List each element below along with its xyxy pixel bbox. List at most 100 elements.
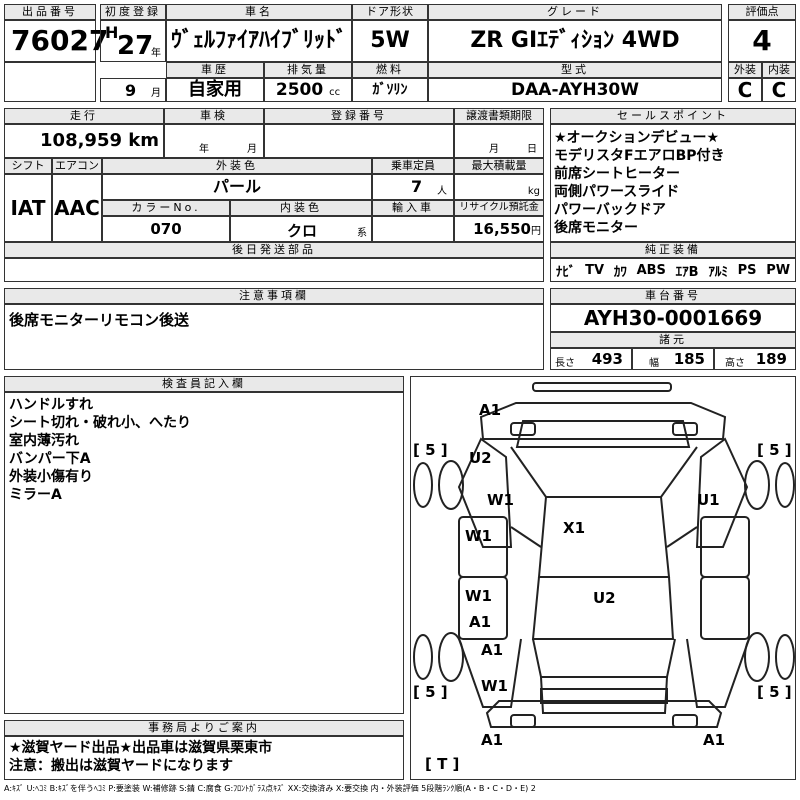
length: 493	[591, 350, 623, 368]
regno-value	[264, 124, 454, 158]
ext-label: 外装	[728, 62, 762, 78]
disp-label: 排気量	[264, 62, 352, 78]
name-label: 車名	[166, 4, 352, 20]
damage-mark: A1	[481, 731, 504, 749]
fuel-label: 燃料	[352, 62, 428, 78]
tire-depth: 5	[769, 441, 780, 459]
chassis-number: AYH30-0001669	[550, 304, 796, 332]
equip-item: TV	[585, 262, 605, 278]
mileage-label: 走行	[4, 108, 164, 124]
damage-mark: U2	[469, 449, 492, 467]
ac: AAC	[52, 174, 102, 242]
damage-mark: W1	[487, 491, 514, 509]
tire-box-rl: [ 5 ]	[413, 683, 448, 701]
legend: A:ｷｽﾞ U:ﾍｺﾐ B:ｷｽﾞを伴うﾍｺﾐ P:要塗装 W:補修跡 S:錆 …	[4, 784, 536, 793]
equip-item: ｴｱB	[675, 264, 699, 280]
sales-item: パワーバックドア	[554, 202, 666, 218]
sales-item: 両側パワースライド	[554, 184, 680, 200]
intcolor-cell: クロ 系	[230, 216, 372, 242]
recycle-cell: 16,550円	[454, 216, 544, 242]
damage-mark: A1	[479, 401, 502, 419]
inspect-cell: 年 月	[164, 124, 264, 158]
damage-diagram: A1 U2 W1 X1 U1 W1 W1 A1 U2 A1 W1 A1 A1 […	[410, 376, 796, 780]
door-label: ドア形状	[352, 4, 428, 20]
later-parts-value	[4, 258, 544, 282]
later-parts-label: 後日発送部品	[4, 242, 544, 258]
score: 4	[728, 20, 796, 62]
notes-label: 注意事項欄	[4, 288, 544, 304]
capacity-label: 乗車定員	[372, 158, 454, 174]
grade: ZR GIｴﾃﾞｨｼｮﾝ 4WD	[428, 20, 722, 62]
inspector-line: ハンドルすれ	[9, 397, 93, 413]
inspect-month-unit: 月	[247, 144, 257, 155]
car-outline	[413, 382, 795, 728]
shift-label: シフト	[4, 158, 52, 174]
intcolor: クロ	[287, 222, 318, 240]
model: DAA-AYH30W	[428, 78, 722, 102]
lot-number: 76027	[4, 20, 108, 62]
tire-box-fl: [ 5 ]	[413, 441, 448, 459]
int-grade: C	[762, 78, 796, 102]
equip-item: ABS	[636, 262, 666, 278]
model-label: 型式	[428, 62, 722, 78]
lot-blank	[4, 62, 96, 102]
equip-item: PW	[766, 262, 791, 278]
trunk-box: [ T ]	[425, 755, 460, 773]
equip-label: 純正装備	[550, 242, 796, 258]
damage-mark: W1	[465, 587, 492, 605]
tire-depth: 5	[425, 441, 436, 459]
int-label: 内装	[762, 62, 796, 78]
recycle-unit: 円	[531, 226, 541, 237]
year-unit: 年	[151, 48, 161, 59]
equip-item: ｱﾙﾐ	[708, 264, 728, 280]
equip-item: PS	[737, 262, 757, 278]
equip-item: ﾅﾋﾞ	[555, 264, 576, 280]
colorno-label: カラーNo.	[102, 200, 230, 216]
mileage: 108,959 km	[4, 124, 164, 158]
width: 185	[673, 350, 705, 368]
width-label: 幅	[649, 358, 659, 369]
office-line: ★滋賀ヤード出品★出品車は滋賀県栗東市	[9, 740, 273, 756]
era: H	[105, 23, 119, 42]
inspector-line: シート切れ・破れ小、へたり	[9, 415, 191, 431]
office-notes: ★滋賀ヤード出品★出品車は滋賀県栗東市 注意：搬出は滋賀ヤードになります	[4, 736, 404, 780]
load-unit: kg	[527, 186, 540, 197]
import-value	[372, 216, 454, 242]
car-name: ｳﾞｪﾙﾌｧｲｱﾊｲﾌﾞﾘｯﾄﾞ	[166, 20, 352, 62]
notes-text: 後席モニターリモコン後送	[4, 304, 544, 370]
capacity: 7	[411, 177, 423, 196]
fuel: ｶﾞｿﾘﾝ	[352, 78, 428, 102]
capacity-unit: 人	[437, 186, 447, 197]
history: 自家用	[166, 78, 264, 102]
tire-box-fr: [ 5 ]	[757, 441, 792, 459]
chassis-label: 車台番号	[550, 288, 796, 304]
transfer-label: 譲渡書類期限	[454, 108, 544, 124]
history-label: 車歴	[166, 62, 264, 78]
transfer-day-unit: 日	[527, 144, 537, 155]
damage-mark: U1	[697, 491, 720, 509]
inspect-year-unit: 年	[199, 144, 209, 155]
damage-mark: W1	[481, 677, 508, 695]
load-cell: kg	[454, 174, 544, 200]
inspector-line: 外装小傷有り	[9, 469, 93, 485]
sales-item: モデリスタFエアロBP付き	[554, 148, 725, 164]
month: 9	[125, 81, 137, 100]
damage-mark: A1	[481, 641, 504, 659]
office-line: 注意：搬出は滋賀ヤードになります	[9, 758, 233, 774]
inspector-notes: ハンドルすれ シート切れ・破れ小、へたり 室内薄汚れ バンパー下A 外装小傷有り…	[4, 392, 404, 714]
color: パール	[102, 174, 372, 200]
office-label: 事務局よりご案内	[4, 720, 404, 736]
damage-mark: A1	[703, 731, 726, 749]
displacement-cell: 2500 cc	[264, 78, 352, 102]
tire-depth: 5	[425, 683, 436, 701]
sales-item: 後席モニター	[554, 220, 638, 236]
recycle-label: リサイクル預託金	[454, 200, 544, 216]
load-label: 最大積載量	[454, 158, 544, 174]
tire-depth: 5	[769, 683, 780, 701]
intcolor-unit: 系	[357, 228, 367, 239]
lot-label: 出品番号	[4, 4, 96, 20]
grade-label: グレード	[428, 4, 722, 20]
sales-item: ★オークションデビュー★	[554, 130, 720, 146]
width-cell: 幅 185	[632, 348, 714, 370]
